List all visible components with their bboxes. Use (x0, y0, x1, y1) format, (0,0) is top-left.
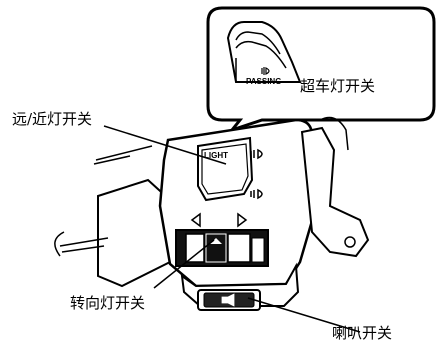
high-low-switch-label: 远/近灯开关 (12, 110, 93, 128)
passing-switch-label: 超车灯开关 (300, 77, 376, 95)
turn-signal-switch-label: 转向灯开关 (70, 294, 146, 312)
high-low-light-switch[interactable] (197, 136, 254, 202)
headlight-icon (261, 67, 270, 75)
leader-turn-signal (153, 239, 215, 289)
light-button-text: LIGHT (204, 151, 228, 160)
horn-switch-label: 喇叭开关 (332, 324, 393, 342)
leader-high-low (103, 125, 227, 165)
low-beam-icon (250, 188, 263, 200)
passing-button-text: PASSING (246, 77, 282, 86)
horn-button[interactable] (197, 289, 261, 311)
left-arrow-icon (190, 212, 201, 228)
leader-lines (103, 125, 361, 333)
passing-button-drawing (226, 21, 302, 83)
right-arrow-icon (237, 212, 248, 228)
turn-signal-switch[interactable] (175, 229, 269, 267)
horn-icon (221, 293, 235, 307)
high-beam-icon (250, 148, 263, 160)
leader-horn (247, 297, 361, 333)
